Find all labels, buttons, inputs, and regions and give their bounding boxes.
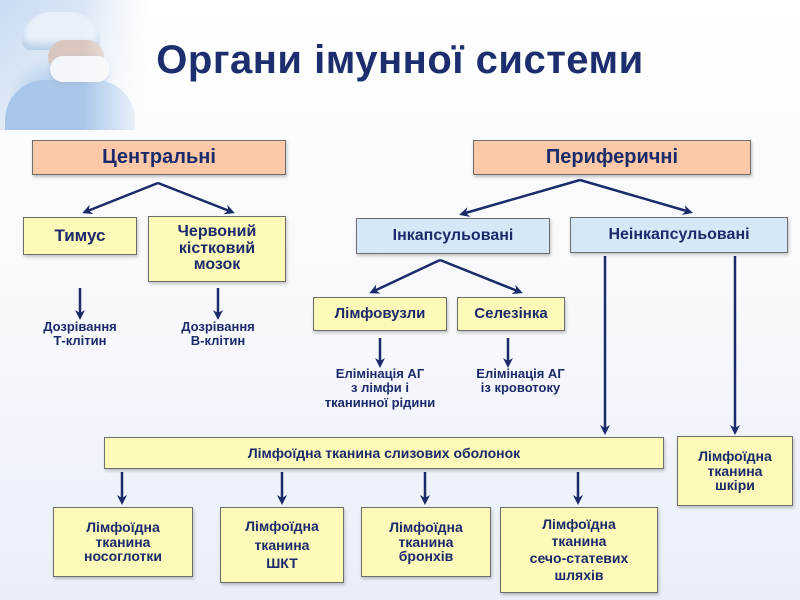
arrow-encapsulated-to-nodes [369,258,441,294]
box-mucosal-lymphoid-tissue: Лімфоїдна тканина слизових оболонок [104,437,664,469]
page-title: Органи імунної системи [156,38,644,82]
header-central: Центральні [32,140,286,175]
arrow-peripheral-to-encapsulated [459,178,581,217]
box-thymus: Тимус [23,217,137,255]
box-spleen: Селезінка [457,297,565,331]
surgeon-photo [0,0,150,140]
arrow-peripheral-to-nonencapsulated [579,178,693,215]
arrow-encapsulated-to-spleen [439,258,523,295]
box-nonencapsulated: Неінкапсульовані [570,217,788,253]
arrow-central-to-marrow [157,181,235,215]
arrow-central-to-thymus [82,181,159,215]
box-lymph-nodes: Лімфовузли [313,297,447,331]
header-peripheral: Периферичні [473,140,751,175]
box-encapsulated: Інкапсульовані [356,218,550,254]
